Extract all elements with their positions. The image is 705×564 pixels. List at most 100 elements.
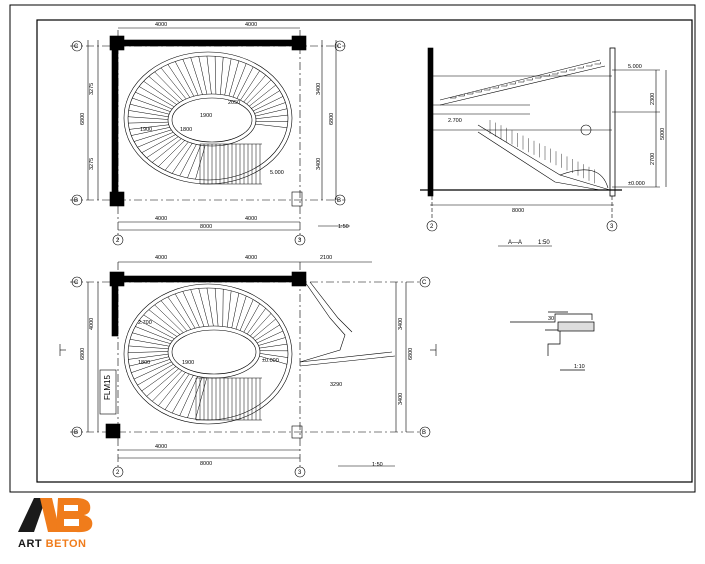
- column-tr: [291, 35, 307, 51]
- tread-line: [129, 103, 170, 115]
- tread-line: [228, 60, 240, 97]
- tread-line: [132, 97, 171, 112]
- tread-line: [148, 309, 181, 335]
- right-wall-section: [609, 47, 616, 197]
- tread-line: [239, 299, 254, 331]
- tread-line: [174, 61, 195, 97]
- tread-line: [160, 300, 188, 332]
- tread-line: [182, 291, 200, 328]
- dim-label: 3290: [330, 382, 342, 388]
- tread-line: [255, 108, 288, 117]
- grid-c: C: [337, 44, 342, 50]
- tread-line: [127, 116, 169, 120]
- inner-rail-2: [171, 329, 257, 375]
- logo-word-beton: BETON: [45, 538, 87, 550]
- dim-label: 8000: [200, 461, 212, 467]
- scale-label: 1:50: [538, 240, 550, 246]
- grid-c: C: [74, 44, 79, 50]
- detail-labels: 30 1:10: [548, 316, 585, 370]
- tread-line: [255, 123, 288, 128]
- inner-label: 1900: [140, 127, 152, 133]
- inner-label: 1800: [138, 360, 150, 366]
- tread-line: [259, 343, 288, 349]
- section-balusters: [489, 120, 595, 184]
- dim-label: 4000: [245, 216, 257, 222]
- stair-treads: [128, 287, 288, 420]
- tread-line: [152, 370, 183, 402]
- sign-label: FLM15: [103, 375, 112, 400]
- column-br: [291, 191, 303, 207]
- tread-line: [133, 129, 172, 142]
- tread-line: [171, 143, 193, 174]
- logo-wordmark: ART BETON: [18, 538, 86, 550]
- detail-dim: 30: [548, 316, 554, 322]
- tread-line: [231, 293, 240, 329]
- inner-rail-2: [171, 97, 253, 143]
- scale-label: 1:10: [574, 364, 585, 370]
- top-wall: [111, 39, 303, 47]
- dim-label: 3400: [398, 318, 404, 330]
- dim-label: 3400: [316, 83, 322, 95]
- top-plan: [70, 27, 350, 246]
- upper-stringer: [439, 59, 601, 101]
- tread-line: [246, 308, 266, 335]
- column-tr: [291, 271, 307, 287]
- tread-line: [154, 71, 183, 101]
- inner-label: 1900: [182, 360, 194, 366]
- tread-line: [138, 320, 175, 340]
- inner-rail: [167, 325, 261, 379]
- grid-c: C: [74, 280, 79, 286]
- tread-line: [224, 58, 232, 96]
- grid-3: 3: [298, 470, 302, 476]
- inner-label: 1800: [180, 127, 192, 133]
- tread-line: [243, 74, 266, 103]
- dim-label: 4000: [89, 318, 95, 330]
- tread-line: [128, 351, 169, 353]
- tread-line: [158, 140, 185, 167]
- column-tl: [109, 35, 125, 51]
- top-plan-labels: 4000 4000 4000 4000 8000 1900 2050 1800 …: [74, 22, 349, 244]
- grid-2: 2: [430, 224, 434, 230]
- tread-line: [195, 145, 206, 180]
- grid-c: C: [422, 280, 427, 286]
- column-bl: [109, 191, 125, 207]
- grid-b: B: [422, 430, 426, 436]
- tread-line: [198, 288, 209, 327]
- tread-line: [167, 64, 191, 98]
- grid-3: 3: [298, 238, 302, 244]
- tread-line: [152, 138, 182, 163]
- left-wall: [111, 39, 119, 201]
- tread-line: [240, 70, 260, 101]
- tread-line: [143, 81, 177, 105]
- dim-label: 8000: [200, 224, 212, 230]
- tread-line: [167, 296, 192, 330]
- tread-line: [259, 355, 288, 365]
- stair-treads: [127, 55, 288, 180]
- dim-label: 3400: [316, 158, 322, 170]
- tread-line: [257, 330, 284, 344]
- dim-label: 3275: [89, 83, 95, 95]
- tread-line: [259, 353, 288, 358]
- sign-frame: [99, 369, 117, 415]
- dim-label: 3275: [89, 158, 95, 170]
- grid-2: 2: [116, 470, 120, 476]
- tread-line: [128, 345, 169, 350]
- logo-letter-a-right: [40, 498, 60, 532]
- inner-label: 1900: [200, 113, 212, 119]
- tread-line: [214, 288, 219, 327]
- tread-line: [164, 141, 189, 171]
- inner-border: [36, 19, 693, 483]
- straight-flight: [195, 377, 262, 421]
- ramp-outline: [299, 281, 346, 363]
- lower-stringer: [477, 124, 611, 191]
- dim-label: 6800: [80, 113, 86, 125]
- level-label: 5.000: [270, 170, 284, 176]
- tread-line: [133, 361, 172, 380]
- tread-line: [182, 59, 199, 96]
- tread-line: [243, 303, 260, 333]
- level-label: ±0.000: [262, 358, 279, 364]
- tread-line: [148, 76, 180, 103]
- tread-line: [129, 124, 169, 130]
- tread-line: [187, 145, 201, 179]
